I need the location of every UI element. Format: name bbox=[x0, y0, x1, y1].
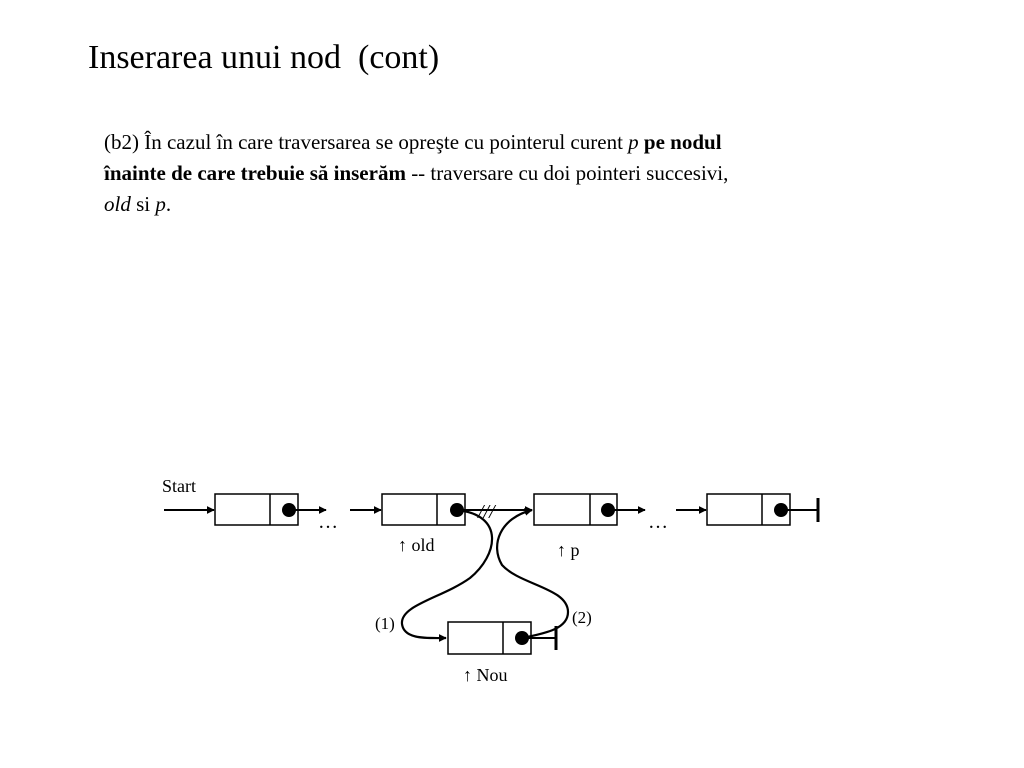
p-pointer-label: ↑ p bbox=[557, 540, 580, 560]
pointer-p-term: p bbox=[628, 130, 639, 154]
new-node bbox=[447, 621, 532, 655]
description-text: (b2) În cazul în care traversarea se opr… bbox=[104, 130, 629, 154]
list-node-p bbox=[533, 493, 618, 526]
description-text: . bbox=[165, 192, 172, 216]
emphasis-text: înainte de care trebuie să inserăm bbox=[104, 161, 406, 185]
cut-marks: /// bbox=[477, 501, 497, 523]
nou-pointer-label: ↑ Nou bbox=[463, 665, 508, 685]
pointer-old-term: old bbox=[104, 192, 131, 216]
list-node-last bbox=[706, 493, 791, 526]
list-node-old bbox=[381, 493, 466, 526]
list-node-1 bbox=[214, 493, 299, 526]
slide-title: Inserarea unui nod (cont) bbox=[88, 39, 440, 76]
link-curve-1 bbox=[400, 508, 494, 643]
step-1-label: (1) bbox=[375, 614, 395, 633]
old-pointer-label: ↑ old bbox=[398, 535, 435, 555]
link-curve-2 bbox=[496, 507, 570, 640]
pointer-p-term: p bbox=[155, 192, 166, 216]
description-line-2: înainte de care trebuie să inserăm -- tr… bbox=[104, 158, 904, 189]
start-label: Start bbox=[162, 476, 196, 496]
description-line-3: old si p. bbox=[104, 189, 904, 220]
emphasis-text: pe nodul bbox=[643, 130, 722, 154]
ellipsis: … bbox=[648, 511, 668, 533]
description-text: -- traversare cu doi pointeri succesivi, bbox=[405, 161, 729, 185]
step-2-label: (2) bbox=[572, 608, 592, 627]
ellipsis: … bbox=[318, 511, 338, 533]
description-paragraph: (b2) În cazul în care traversarea se opr… bbox=[104, 127, 904, 220]
description-text: si bbox=[130, 192, 156, 216]
description-line-1: (b2) În cazul în care traversarea se opr… bbox=[104, 127, 904, 158]
